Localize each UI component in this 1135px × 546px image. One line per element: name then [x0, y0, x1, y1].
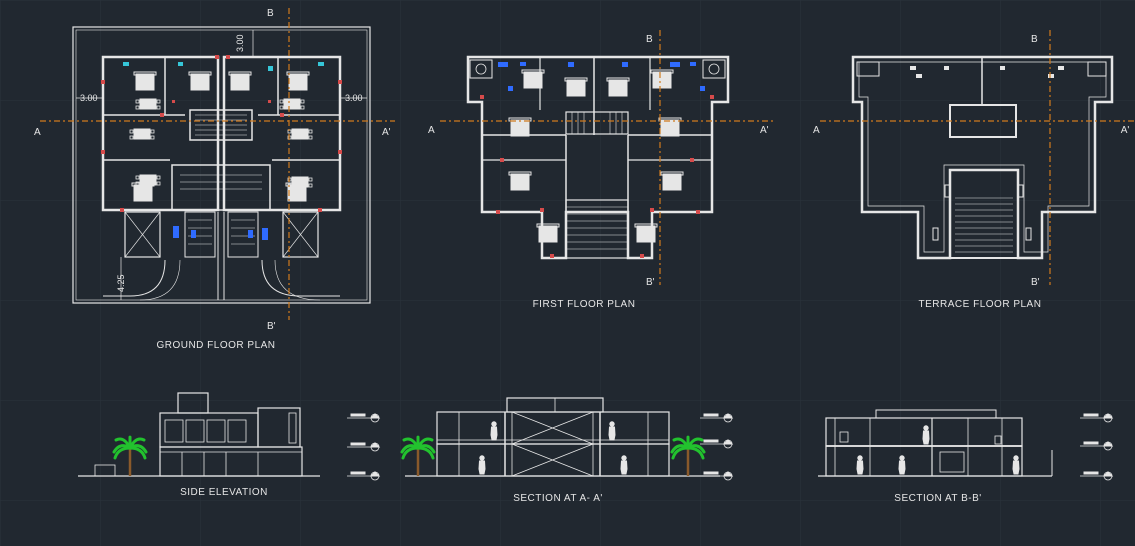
terrace-mark-b: B: [1031, 34, 1038, 45]
first-mark-a-prime: A': [760, 125, 769, 136]
terrace-mark-a-prime: A': [1121, 125, 1130, 136]
ground-floor-plan[interactable]: [72, 26, 371, 304]
ground-dim-left: 3.00: [80, 93, 98, 103]
ground-dim-top: 3.00: [235, 34, 245, 52]
section-cut-lines: [40, 8, 1135, 320]
site-boundary-inner: [75, 29, 368, 301]
ground-mark-b: B: [267, 8, 274, 19]
ground-mark-b-prime: B': [267, 321, 276, 332]
terrace-mark-b-prime: B': [1031, 277, 1040, 288]
ground-dim-right: 3.00: [345, 93, 363, 103]
side-elevation[interactable]: [78, 392, 380, 481]
terrace-floor-plan[interactable]: [851, 55, 1114, 260]
first-mark-b: B: [646, 34, 653, 45]
first-central-stair: [565, 111, 629, 135]
ground-dim-bottom: 4.25: [116, 274, 126, 292]
terrace-floor-plan-title: TERRACE FLOOR PLAN: [919, 299, 1042, 310]
terrace-mark-a: A: [813, 125, 820, 136]
ground-left-unit: [101, 55, 220, 212]
terrace-stair: [949, 169, 1019, 259]
ground-mark-a-prime: A': [382, 127, 391, 138]
section-aa-title: SECTION AT A- A': [513, 493, 603, 504]
first-mark-a: A: [428, 125, 435, 136]
ground-central-stair: [189, 109, 253, 141]
section-aa[interactable]: [400, 397, 733, 481]
first-floor-plan-title: FIRST FLOOR PLAN: [533, 299, 636, 310]
ground-mark-a: A: [34, 127, 41, 138]
side-elevation-title: SIDE ELEVATION: [180, 487, 268, 498]
site-boundary: [72, 26, 371, 304]
first-mark-b-prime: B': [646, 277, 655, 288]
section-bb[interactable]: [818, 409, 1113, 481]
section-bb-title: SECTION AT B-B': [894, 493, 981, 504]
ground-floor-plan-title: GROUND FLOOR PLAN: [156, 340, 275, 351]
ground-right-unit: [222, 55, 342, 212]
ground-porch: [171, 164, 271, 211]
first-floor-plan[interactable]: [466, 55, 730, 260]
